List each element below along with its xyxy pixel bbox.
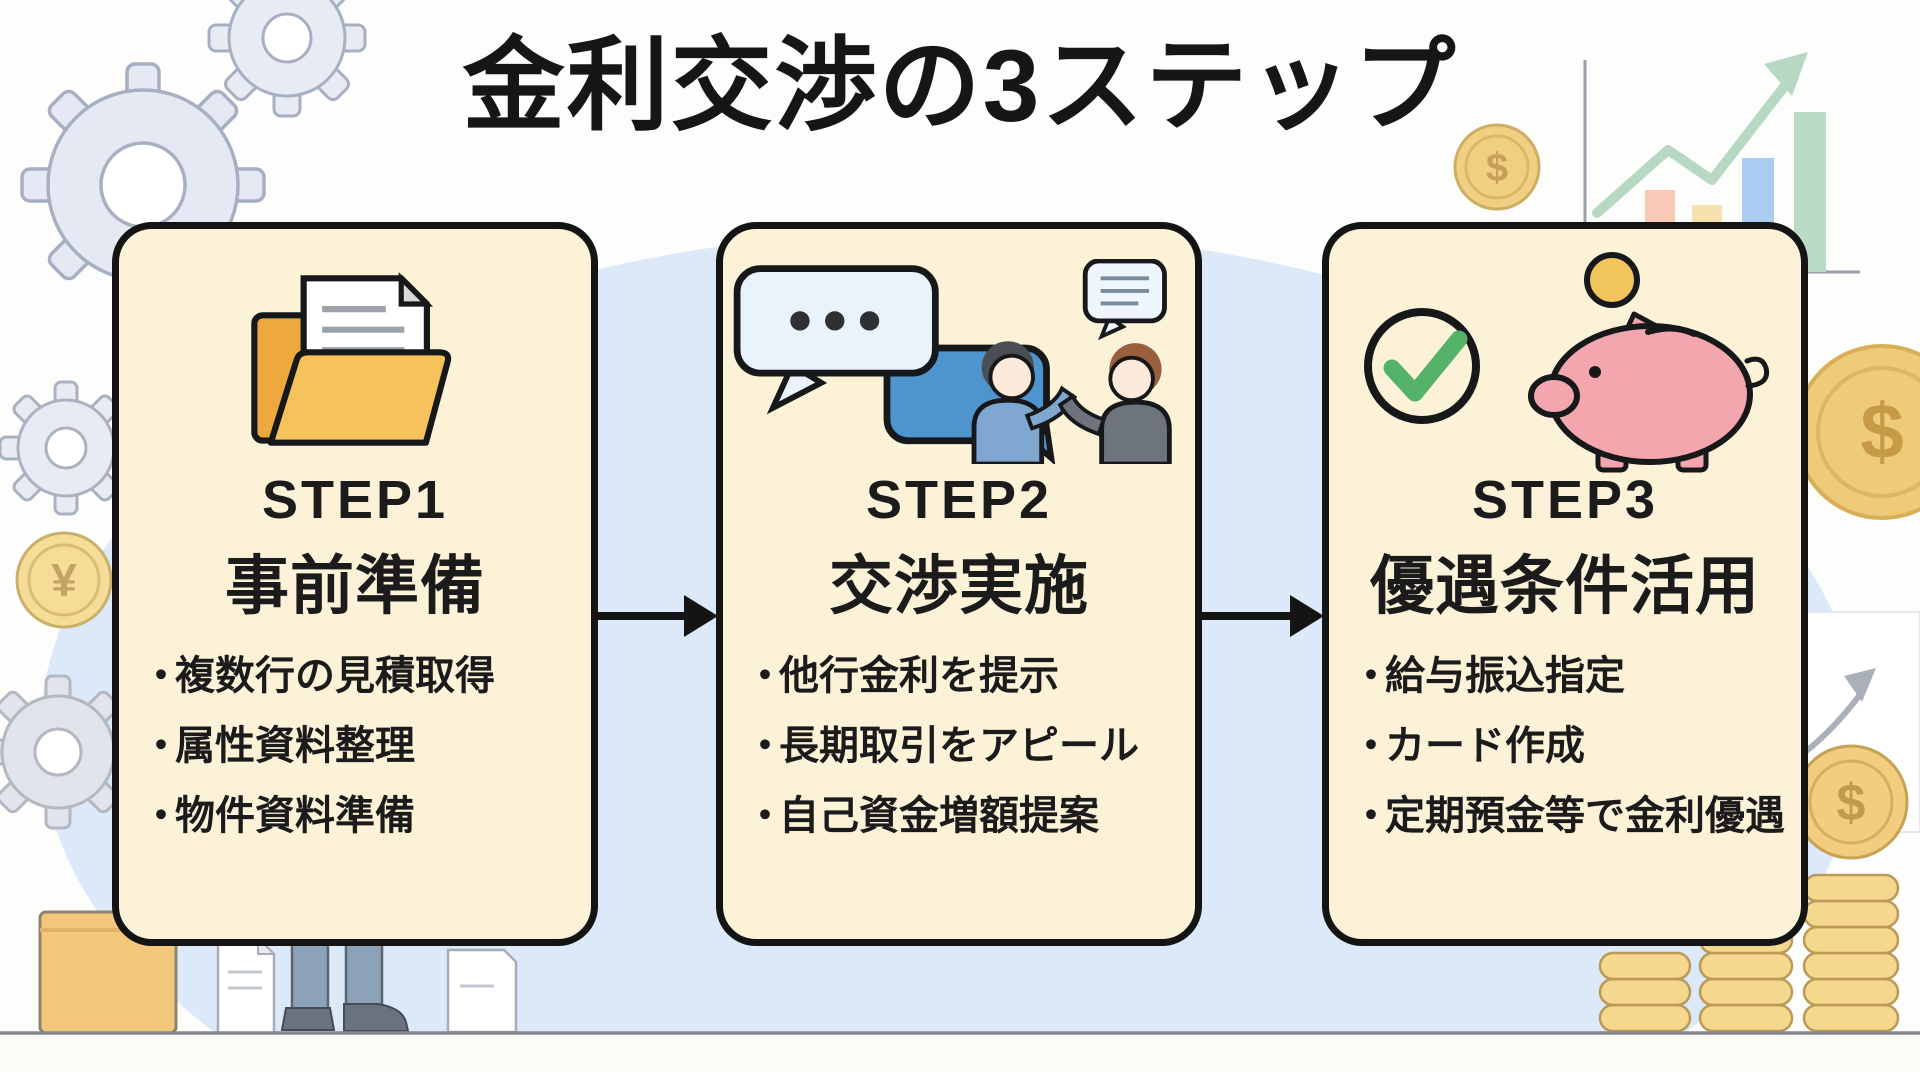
list-item: ・給与振込指定: [1351, 654, 1625, 698]
list-item: ・物件資料準備: [141, 794, 415, 838]
page-title: 金利交渉の3ステップ: [462, 29, 1458, 143]
piggy-bank-icon: [1528, 311, 1770, 472]
step2-bullet-list: ・他行金利を提示 ・長期取引をアピール ・自己資金増額提案: [723, 653, 1195, 863]
check-icon: [1383, 330, 1468, 401]
arrow-right-icon: [594, 595, 718, 637]
list-item: ・他行金利を提示: [745, 654, 1059, 698]
step1-icon-zone: [230, 255, 480, 467]
list-item: ・複数行の見積取得: [141, 654, 495, 698]
list-item: ・カード作成: [1351, 724, 1585, 768]
step1-heading: 事前準備: [225, 550, 485, 622]
coin-icon: [1584, 251, 1640, 308]
step3-bullet-list: ・給与振込指定 ・カード作成 ・定期預金等で金利優遇: [1329, 653, 1801, 863]
svg-text:$: $: [1486, 146, 1508, 190]
check-piggy-bank-icon: [1364, 251, 1770, 472]
gear-icon: [0, 380, 134, 516]
gear-icon: [207, 0, 367, 118]
step-card-2: STEP2 交渉実施 ・他行金利を提示 ・長期取引をアピール ・自己資金増額提案: [716, 222, 1202, 946]
growth-arrow-head: [1764, 52, 1808, 96]
list-item: ・自己資金増額提案: [745, 794, 1099, 838]
list-item: ・定期預金等で金利優遇: [1351, 794, 1785, 838]
svg-text:$: $: [1837, 774, 1866, 832]
step2-icon-zone: [732, 255, 1187, 467]
list-item: ・属性資料整理: [141, 724, 415, 768]
dollar-coin-icon: $: [1453, 123, 1541, 211]
step-card-1: STEP1 事前準備 ・複数行の見積取得 ・属性資料整理 ・物件資料準備: [112, 222, 598, 946]
step1-bullet-list: ・複数行の見積取得 ・属性資料整理 ・物件資料準備: [119, 653, 591, 863]
step2-label: STEP2: [865, 470, 1053, 530]
dollar-coin-icon: $: [1794, 344, 1920, 520]
svg-text:¥: ¥: [51, 554, 77, 606]
below-ground-area: [0, 1034, 1920, 1072]
paper-sheet: [446, 948, 518, 1034]
step1-label: STEP1: [261, 470, 449, 530]
arrow-right-icon: [1200, 595, 1324, 637]
negotiation-talk-icon: [733, 258, 1172, 464]
list-item: ・長期取引をアピール: [745, 724, 1139, 768]
yen-coin-icon: ¥: [15, 531, 113, 629]
step3-heading: 優遇条件活用: [1370, 550, 1760, 622]
step-card-3: STEP3 優遇条件活用 ・給与振込指定 ・カード作成 ・定期預金等で金利優遇: [1322, 222, 1808, 946]
growth-arrow-line: [1592, 78, 1792, 218]
step3-icon-zone: [1350, 251, 1780, 472]
step3-label: STEP3: [1471, 470, 1659, 530]
folder-documents-icon: [251, 272, 452, 446]
paper-sheet: [216, 935, 277, 1035]
svg-text:$: $: [1860, 387, 1903, 475]
person-legs: [280, 938, 410, 1032]
step2-heading: 交渉実施: [829, 550, 1089, 622]
